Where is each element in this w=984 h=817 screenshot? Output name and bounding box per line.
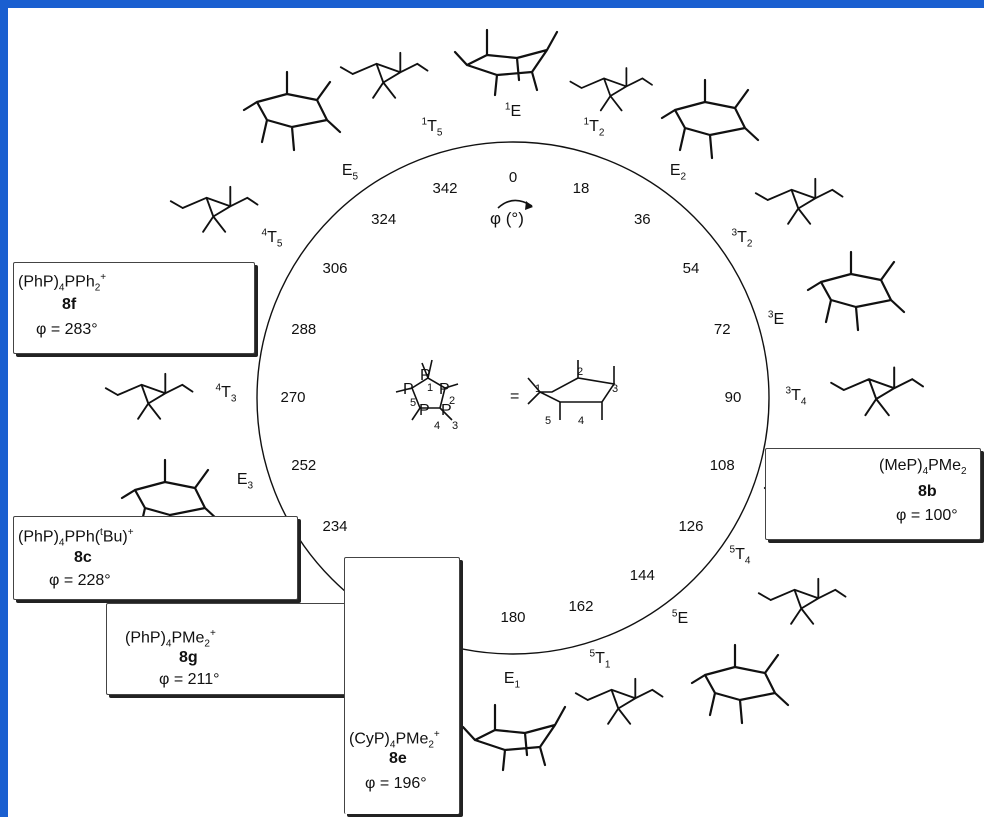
envelope-num-1: 1 [535, 383, 542, 395]
box-8e-compound: 8e [389, 750, 407, 767]
molecule-1E [453, 28, 559, 97]
conformer-label-270: 4T3 [215, 382, 237, 405]
compound-box-8f: (PhP)4PPh2+ 8f φ = 283° [13, 262, 255, 354]
pentaphospholane-ring [395, 359, 459, 421]
angle-label-72: 72 [713, 321, 731, 339]
box-8g-compound: 8g [179, 649, 198, 666]
molecule-5T4 [757, 577, 847, 625]
angle-label-270: 270 [280, 389, 306, 406]
angle-label-54: 54 [682, 259, 700, 277]
box-8e-formula: (CyP)4PMe2+ [349, 729, 440, 751]
envelope-num-5: 5 [545, 415, 552, 427]
molecule-1T2 [569, 67, 653, 112]
conformer-label-18: 1T2 [583, 116, 605, 139]
molecule-3T4 [830, 366, 924, 417]
box-8f-compound: 8f [62, 296, 77, 313]
box-8c-formula: (PhP)4PPh(tBu)+ [18, 527, 134, 549]
box-8g-formula: (PhP)4PMe2+ [125, 628, 216, 650]
compound-box-8e: (CyP)4PMe2+ 8e φ = 196° [344, 557, 460, 814]
compound-box-8g: (PhP)4PMe2+ 8g φ = 211° [106, 603, 354, 695]
molecule-5T1 [574, 677, 664, 725]
angle-label-162: 162 [568, 598, 594, 616]
angle-label-36: 36 [633, 211, 651, 229]
rotation-arrowhead-icon [525, 201, 533, 210]
center-p5-left: P [403, 381, 414, 398]
box-8b-formula: (MeP)4PMe2 [879, 457, 967, 478]
center-p-bottom-left: P [419, 402, 430, 419]
angle-label-234: 234 [322, 518, 348, 536]
compound-box-8c: (PhP)4PPh(tBu)+ 8c φ = 228° [13, 516, 298, 600]
box-8b-compound: 8b [918, 483, 937, 500]
angle-label-0: 0 [508, 169, 518, 186]
conformer-label-306: 4T5 [261, 227, 283, 250]
molecule-3E [806, 250, 906, 332]
molecule-4T5 [169, 185, 259, 233]
conformer-label-0: 1E [504, 101, 522, 121]
pseudorotation-circle [256, 141, 770, 655]
envelope-ring-diagram [527, 360, 616, 420]
box-8f-phi: φ = 283° [36, 321, 98, 338]
angle-label-342: 342 [432, 179, 458, 197]
conformer-label-162: 5T1 [589, 648, 611, 671]
molecule-5E [690, 643, 790, 725]
angle-label-324: 324 [371, 211, 397, 229]
frame-left-border [0, 0, 8, 817]
envelope-num-4: 4 [578, 415, 585, 427]
conformer-label-180: E1 [503, 670, 521, 691]
center-num-2: 2 [449, 395, 456, 407]
conformer-label-90: 3T4 [785, 385, 807, 408]
conformer-label-126: 5T4 [729, 544, 751, 567]
box-8f-formula: (PhP)4PPh2+ [18, 272, 107, 294]
box-8c-compound: 8c [74, 549, 92, 566]
box-8e-phi: φ = 196° [365, 775, 427, 792]
conformer-label-144: 5E [671, 608, 689, 628]
box-8g-phi: φ = 211° [159, 671, 220, 688]
conformer-label-72: 3E [767, 309, 785, 329]
molecule-3T2 [754, 177, 844, 225]
molecule-1T5 [339, 51, 429, 99]
angle-label-126: 126 [678, 518, 704, 536]
center-num-5: 5 [410, 397, 417, 409]
center-p-bottom-right: P [441, 402, 452, 419]
angle-label-18: 18 [572, 179, 590, 197]
conformer-label-54: 3T2 [731, 227, 753, 250]
angle-label-180: 180 [500, 609, 526, 626]
angle-label-306: 306 [322, 259, 348, 277]
angle-label-108: 108 [709, 456, 735, 474]
phi-axis-label: φ (°) [490, 209, 524, 228]
molecule-E2 [660, 78, 760, 160]
molecule-4T3 [104, 372, 194, 420]
conformer-label-36: E2 [669, 162, 687, 183]
molecule-E5 [242, 70, 342, 152]
compound-box-8b: (MeP)4PMe2 8b φ = 100° [765, 448, 981, 540]
center-p-top: P [420, 367, 431, 384]
center-equals: = [510, 388, 520, 405]
angle-label-288: 288 [291, 321, 317, 339]
angle-label-252: 252 [291, 456, 317, 474]
envelope-num-3: 3 [612, 383, 619, 395]
conformer-label-324: E5 [341, 162, 359, 183]
center-num-1: 1 [427, 382, 434, 394]
box-8b-phi: φ = 100° [896, 507, 958, 524]
center-num-3: 3 [452, 420, 459, 432]
frame-top-border [0, 0, 984, 8]
center-num-4: 4 [434, 420, 441, 432]
angle-label-144: 144 [629, 566, 655, 584]
angle-label-90: 90 [724, 389, 742, 406]
conformer-label-342: 1T5 [421, 116, 443, 139]
center-p-right: P [439, 381, 450, 398]
molecule-E1 [461, 703, 567, 772]
conformer-label-252: E3 [236, 471, 254, 492]
box-8c-phi: φ = 228° [49, 572, 111, 589]
envelope-num-2: 2 [577, 366, 584, 378]
